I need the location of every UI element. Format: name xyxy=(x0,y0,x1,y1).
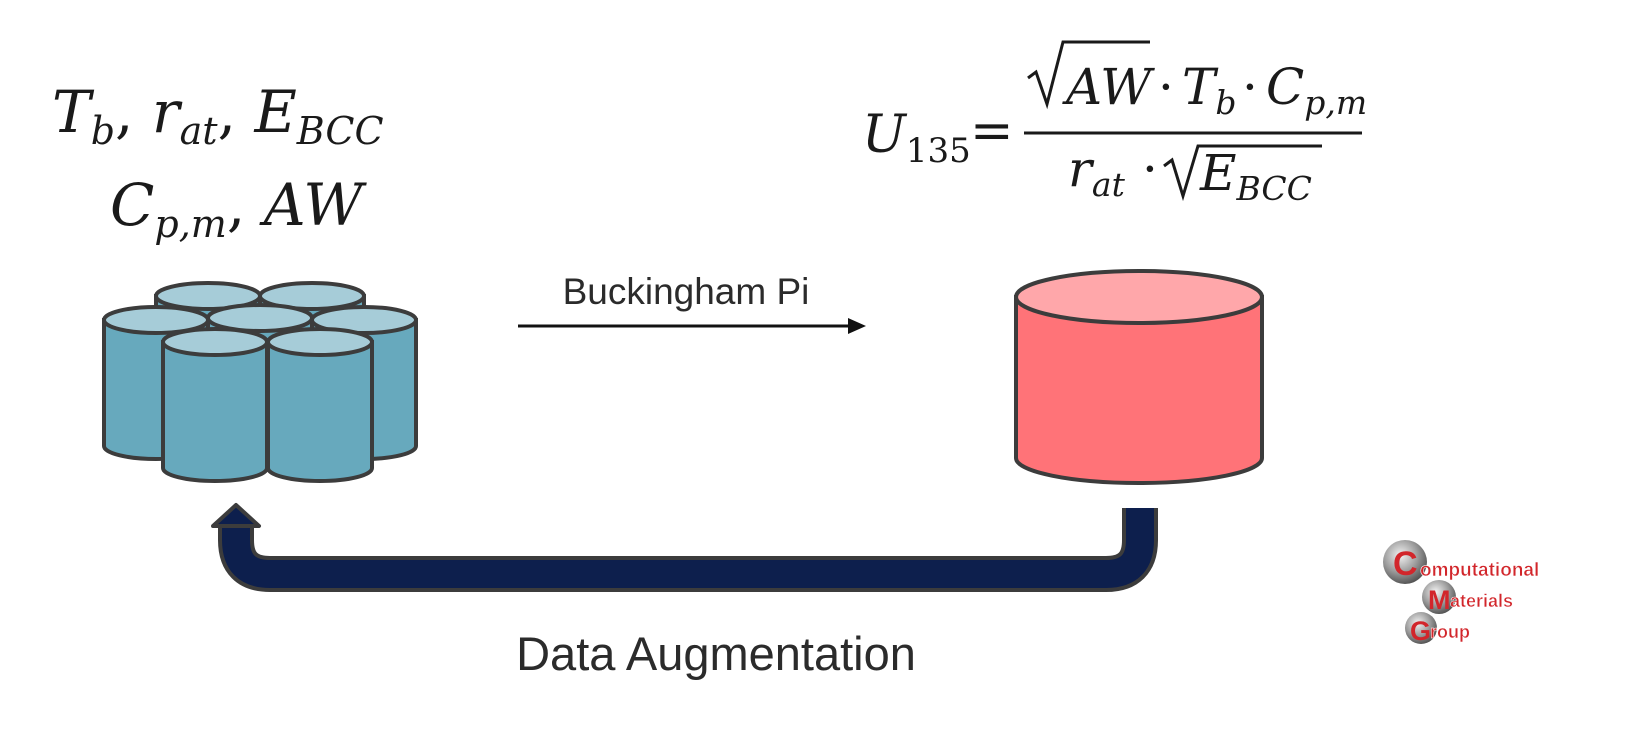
logo-ball-3 xyxy=(1405,612,1437,644)
buckingham-pi-arrow: Buckingham Pi xyxy=(518,271,866,334)
logo-word-materials: aterials xyxy=(1450,591,1513,611)
numerator-dot-2: · xyxy=(1242,58,1258,116)
formula-lhs: U135 xyxy=(862,105,971,171)
numerator-dot-1: · xyxy=(1158,58,1174,116)
numerator-tb: Tb xyxy=(1182,58,1236,122)
data-augmentation-label: Data Augmentation xyxy=(516,627,916,680)
logo-ball-2 xyxy=(1422,580,1456,614)
reduced-dataset-icon xyxy=(1014,269,1264,485)
formula-numerator: AW · Tb · Cp,m xyxy=(1027,40,1367,122)
formula-denominator: rat · EBCC xyxy=(1068,140,1322,208)
denominator-dot: · xyxy=(1142,140,1158,198)
logo-ball-1 xyxy=(1383,540,1427,584)
logo-word-computational: omputational xyxy=(1420,560,1539,581)
input-variables: Tb, rat, EBCC Cp,m, AW xyxy=(52,78,384,246)
logo-initial-c: C xyxy=(1393,545,1418,583)
denominator-ebcc: EBCC xyxy=(1199,144,1312,208)
formula-equals: = xyxy=(970,101,1014,161)
denominator-sqrt-sign xyxy=(1163,144,1322,202)
buckingham-pi-label: Buckingham Pi xyxy=(563,271,810,312)
formula: U135 = AW · Tb · Cp,m rat · EBCC xyxy=(862,40,1367,208)
cluster-cylinder-front-right xyxy=(266,327,374,483)
logo-initial-m: M xyxy=(1428,585,1451,615)
logo-initial-g: G xyxy=(1410,616,1431,646)
data-augmentation-arrow: Data Augmentation xyxy=(211,503,1158,680)
numerator-aw: AW xyxy=(1062,58,1155,116)
input-variables-line1: Tb, rat, EBCC xyxy=(52,78,384,153)
denominator-rat: rat xyxy=(1068,140,1126,204)
loop-arrow-head-icon xyxy=(211,503,261,528)
numerator-sqrt-sign xyxy=(1027,40,1150,110)
cmg-logo: C omputational M aterials G roup xyxy=(1383,540,1540,646)
logo-word-group: roup xyxy=(1430,622,1470,642)
dataset-cluster-icon xyxy=(102,281,418,483)
cluster-cylinder-front-left xyxy=(161,327,269,483)
input-variables-line2: Cp,m, AW xyxy=(110,171,367,246)
numerator-cpm: Cp,m xyxy=(1266,58,1367,122)
arrow-head-icon xyxy=(848,318,866,334)
